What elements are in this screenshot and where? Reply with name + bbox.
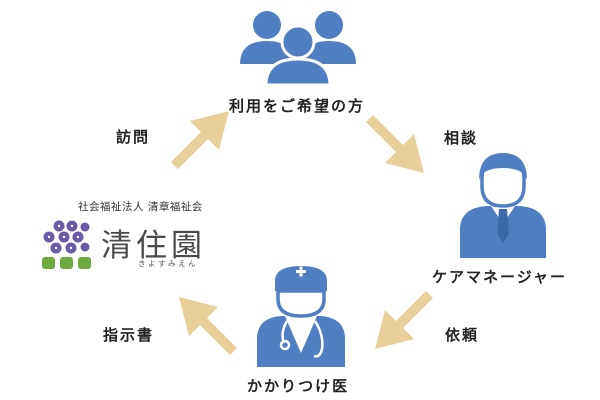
- doctor-label: かかりつけ医: [247, 377, 350, 395]
- consult-label: 相談: [444, 129, 479, 147]
- instruction-label: 指示書: [103, 326, 155, 344]
- group-of-people-icon: [240, 11, 356, 86]
- care-manager-label: ケアマネージャー: [432, 268, 567, 286]
- client-label: 利用をご希望の方: [229, 97, 366, 115]
- org-reading: きよすみえん: [138, 259, 198, 268]
- org-name: 清住園: [101, 228, 206, 264]
- arrow-visit: [171, 111, 229, 169]
- doctor-icon: [257, 266, 345, 367]
- arrow-request: [375, 291, 433, 349]
- hydrangea-logo-icon: [42, 220, 91, 269]
- arrow-instruction: [179, 297, 237, 355]
- visit-label: 訪問: [116, 128, 151, 146]
- request-label: 依頼: [445, 326, 480, 344]
- org-subtitle: 社会福祉法人 清章福祉会: [78, 201, 203, 213]
- arrow-consult: [366, 115, 424, 173]
- businessman-icon: [460, 153, 546, 258]
